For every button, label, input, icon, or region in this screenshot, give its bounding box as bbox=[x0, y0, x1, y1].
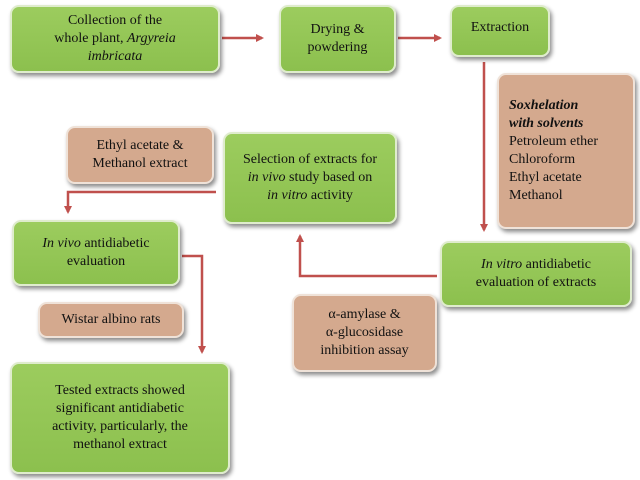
solvent-item: Methanol bbox=[509, 188, 563, 203]
invivo-evaluation-box: In vivo antidiabetic evaluation bbox=[12, 220, 180, 286]
drying-box: Drying & powdering bbox=[279, 5, 396, 73]
arrow-invitro-to-selection bbox=[296, 234, 437, 278]
selection-line3: activity bbox=[307, 188, 353, 203]
invitro-eval-line1: antidiabetic bbox=[522, 257, 591, 272]
selection-line1: Selection of extracts for bbox=[242, 152, 378, 167]
wistar-label: Wistar albino rats bbox=[61, 312, 161, 327]
invitro-eval-italic: In vitro bbox=[481, 257, 523, 272]
assay-line2: α-glucosidase bbox=[325, 325, 404, 340]
drying-line1: Drying & bbox=[310, 22, 365, 37]
collection-species-genus: Argyreia bbox=[126, 31, 176, 46]
invitro-eval-line2: evaluation of extracts bbox=[475, 275, 597, 290]
selection-invitro: in vitro bbox=[267, 188, 308, 203]
drying-line2: powdering bbox=[307, 40, 368, 55]
ethyl-line1: Ethyl acetate & bbox=[96, 138, 184, 153]
assay-box: α-amylase & α-glucosidase inhibition ass… bbox=[292, 294, 437, 372]
invivo-eval-line1: antidiabetic bbox=[80, 236, 150, 251]
result-line1: Tested extracts showed bbox=[55, 383, 185, 398]
collection-box: Collection of the whole plant, Argyreia … bbox=[10, 5, 220, 73]
result-line4: methanol extract bbox=[73, 437, 167, 452]
result-line3: activity, particularly, the bbox=[52, 419, 188, 434]
extraction-box: Extraction bbox=[450, 5, 550, 57]
selection-line2: study based on bbox=[285, 170, 373, 185]
arrow-invivo-to-result bbox=[182, 254, 206, 354]
selection-box: Selection of extracts for in vivo study … bbox=[223, 132, 397, 224]
assay-line3: inhibition assay bbox=[320, 343, 409, 358]
soxhelation-title-2: with solvents bbox=[509, 116, 584, 131]
ethyl-methanol-box: Ethyl acetate & Methanol extract bbox=[66, 126, 214, 184]
collection-line1: Collection of the bbox=[67, 13, 163, 28]
wistar-box: Wistar albino rats bbox=[38, 302, 184, 338]
extraction-label: Extraction bbox=[470, 20, 530, 35]
assay-line1: α-amylase & bbox=[328, 307, 401, 322]
collection-species-epithet: imbricata bbox=[87, 49, 143, 64]
solvent-item: Petroleum ether bbox=[509, 134, 599, 149]
invivo-eval-line2: evaluation bbox=[66, 254, 126, 269]
soxhelation-title-1: Soxhelation bbox=[509, 98, 579, 113]
invivo-eval-italic: In vivo bbox=[42, 236, 81, 251]
solvent-item: Chloroform bbox=[509, 152, 576, 167]
solvent-item: Ethyl acetate bbox=[509, 170, 582, 185]
soxhelation-box: Soxhelation with solvents Petroleum ethe… bbox=[497, 73, 635, 229]
collection-line2: whole plant, bbox=[54, 31, 127, 46]
selection-invivo: in vivo bbox=[247, 170, 286, 185]
ethyl-line2: Methanol extract bbox=[92, 156, 188, 171]
arrow-selection-to-invivo bbox=[64, 190, 216, 214]
invitro-evaluation-box: In vitro antidiabetic evaluation of extr… bbox=[440, 241, 632, 307]
result-line2: significant antidiabetic bbox=[56, 401, 184, 416]
result-box: Tested extracts showed significant antid… bbox=[10, 362, 230, 474]
